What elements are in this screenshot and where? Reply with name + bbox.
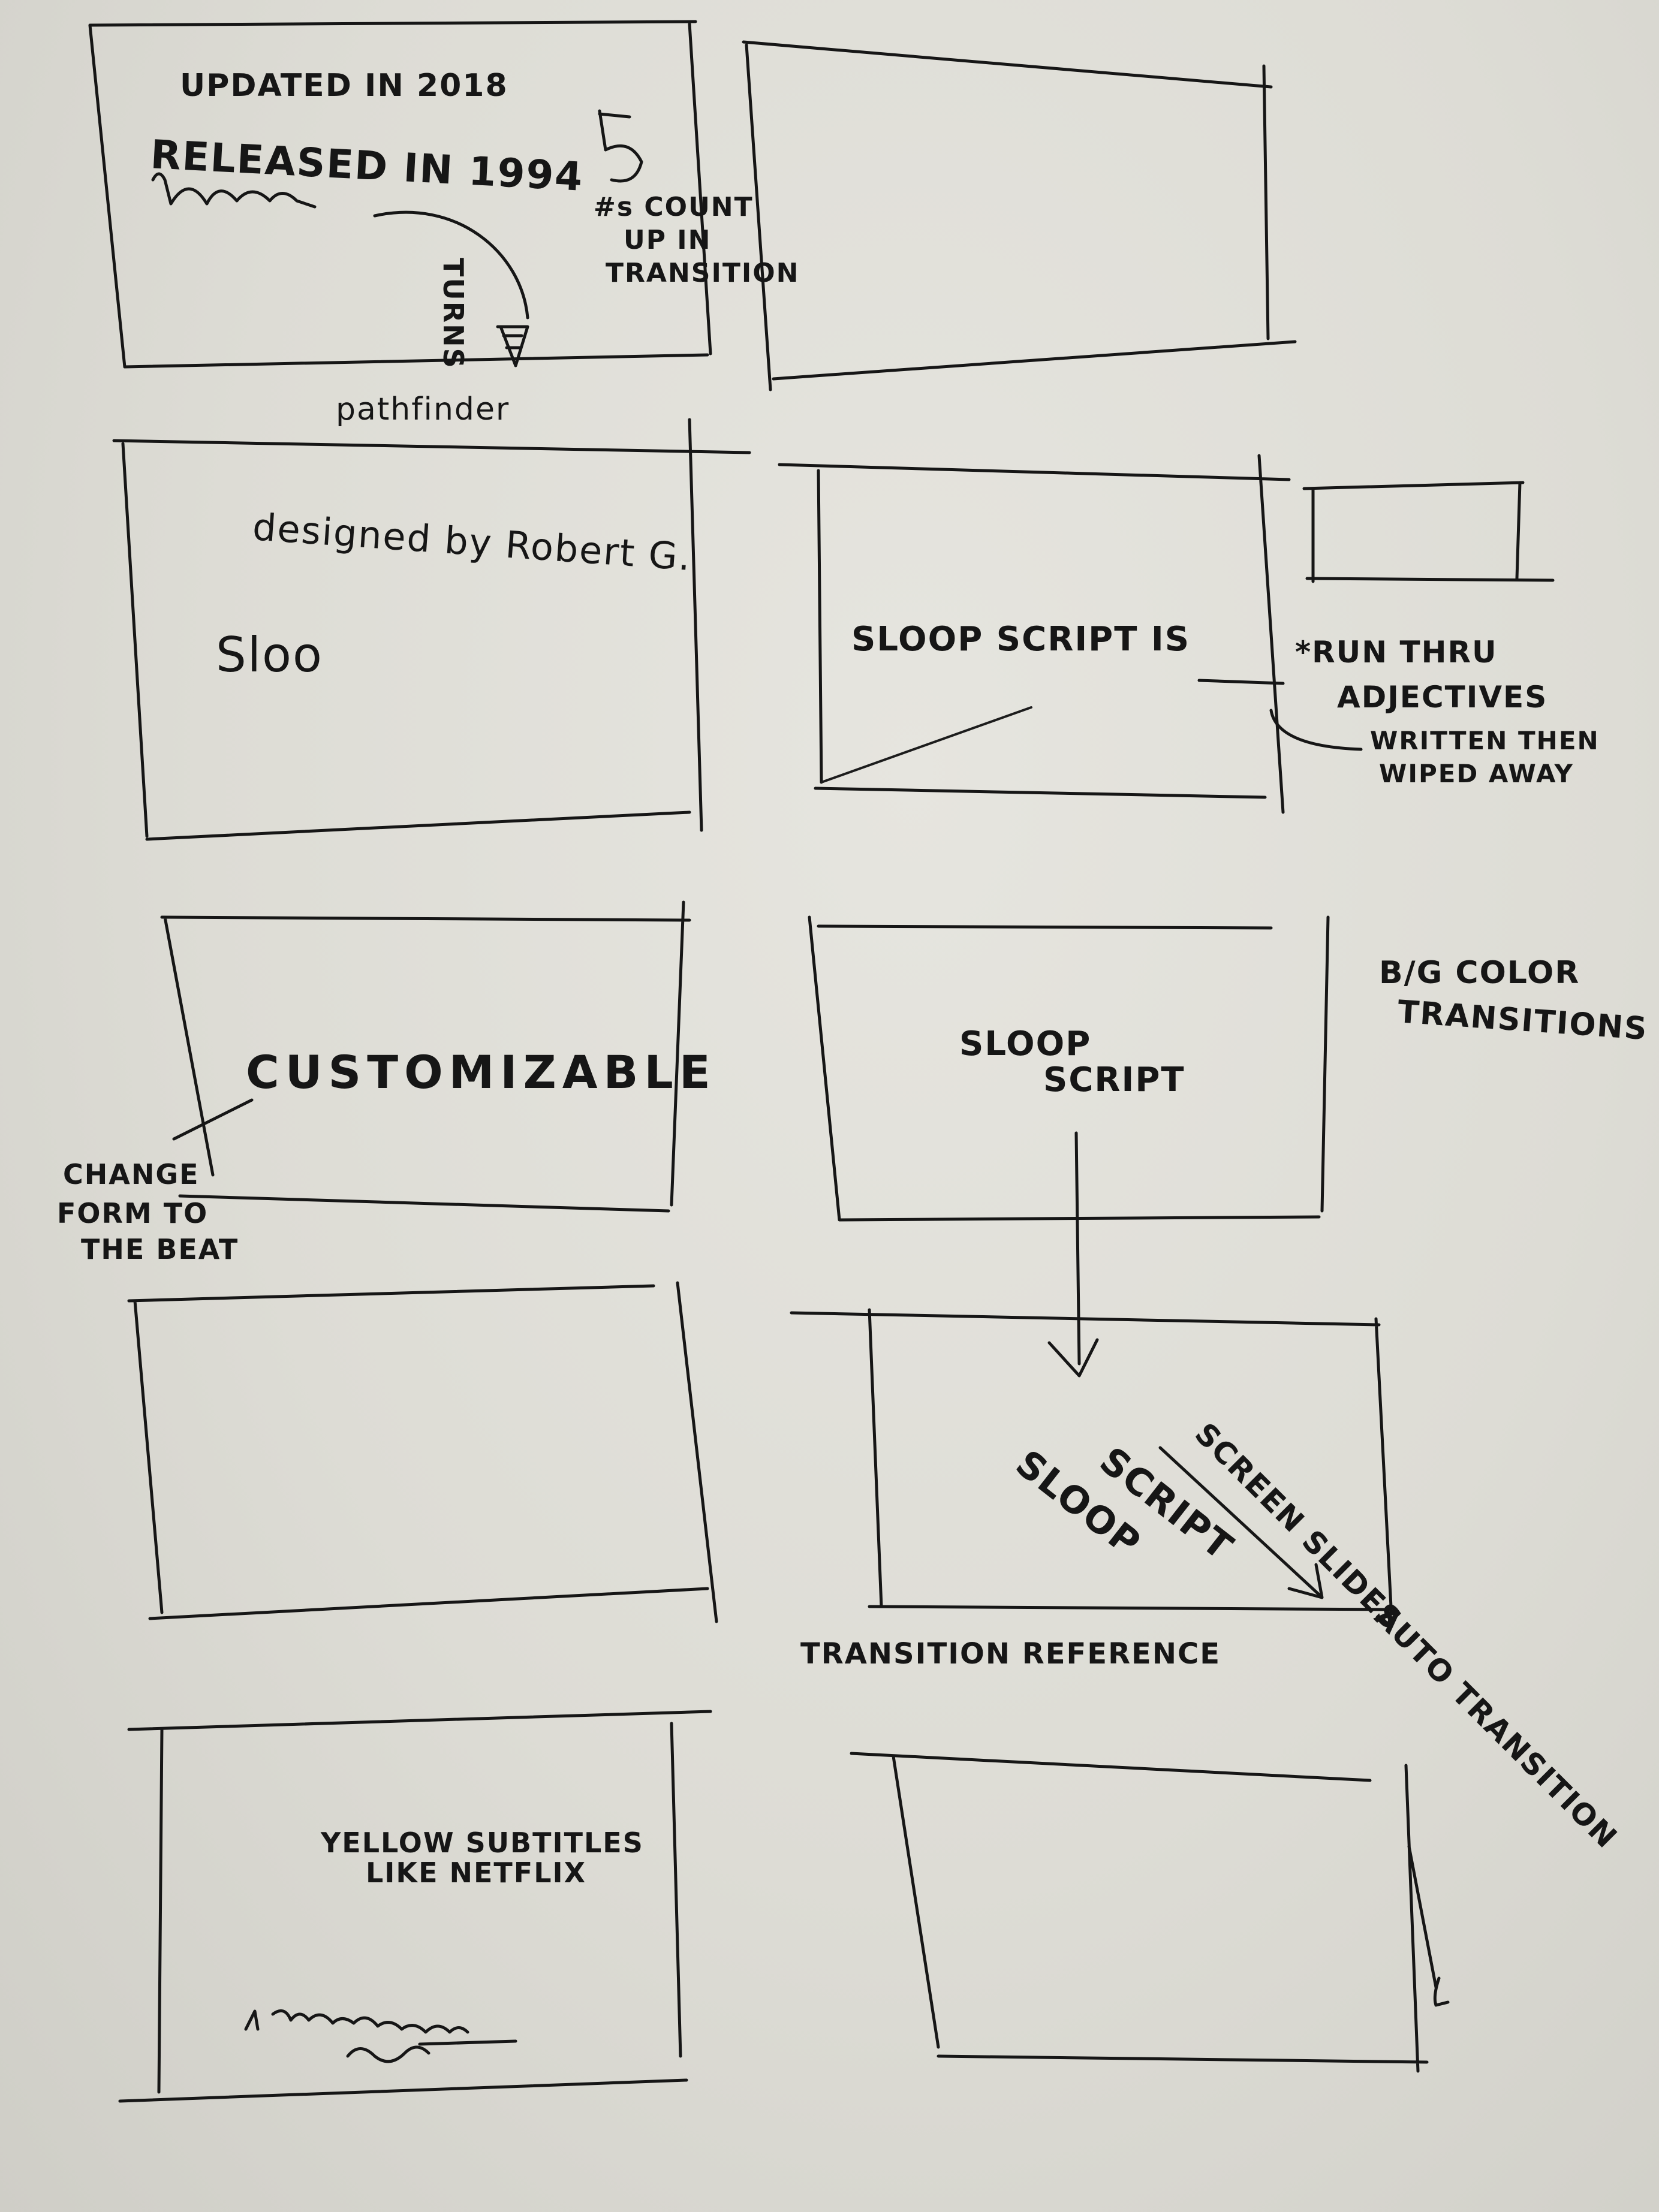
panel-4-wipe-stroke	[821, 707, 1031, 782]
panel-6-script-text: SCRIPT	[1043, 1060, 1185, 1099]
panel-1: UPDATED IN 2018 RELEASED IN 1994 TURNS p…	[90, 22, 799, 427]
panel-1-five-mark	[600, 111, 642, 181]
panel-1-turns-label: TURNS	[437, 258, 469, 369]
panel-9: YELLOW SUBTITLES LIKE NETFLIX	[120, 1711, 710, 2101]
panel-6-note-bg: B/G COLOR	[1379, 955, 1580, 991]
panel-7	[129, 1283, 716, 1622]
panel-10-frame	[851, 1753, 1436, 2071]
panel-4-note-adjectives: ADJECTIVES	[1337, 680, 1547, 715]
panel-9-subtitle-squiggle	[246, 2011, 516, 2062]
panel-6-sloop-text: SLOOP	[959, 1024, 1091, 1063]
mini-frame	[1304, 483, 1553, 581]
panel-5-customizable-text: CUSTOMIZABLE	[246, 1045, 716, 1099]
panel-1-note-count: #s COUNT	[594, 192, 754, 222]
panel-1-pathfinder-caption: pathfinder	[336, 391, 510, 427]
panel-8: SLOOP SCRIPT SCREEN SLIDES TRANSITION RE…	[791, 1310, 1624, 1855]
panel-3-designed-text: designed by Robert G.	[251, 505, 693, 579]
panel-1-released-text: RELEASED IN 1994	[149, 131, 585, 200]
panel-5-note-form: FORM TO	[57, 1197, 208, 1229]
panel-1-note-transition: TRANSITION	[606, 258, 799, 288]
panel-5-pointer	[174, 1100, 252, 1139]
panel-8-transition-caption: TRANSITION REFERENCE	[800, 1637, 1221, 1671]
panel-4-leader	[1271, 710, 1361, 749]
panel-2-frame	[743, 42, 1295, 390]
panel-10-hook-mark	[1435, 1978, 1448, 2005]
panel-6-note-transitions: TRANSITIONS	[1396, 994, 1649, 1047]
panel-4-note-wiped: WIPED AWAY	[1379, 759, 1574, 788]
panel-5-note-beat: THE BEAT	[81, 1233, 239, 1265]
panel-4-pointer	[1199, 680, 1283, 683]
panel-3-name-text: Sloo	[216, 627, 323, 683]
panel-7-frame	[129, 1283, 716, 1622]
panel-3-frame	[114, 420, 749, 839]
panel-6-down-arrow	[1049, 1133, 1097, 1376]
panel-9-frame	[120, 1711, 710, 2101]
panel-9-netflix-text: LIKE NETFLIX	[366, 1857, 586, 1889]
panel-3: designed by Robert G. Sloo	[114, 420, 749, 839]
panel-4: SLOOP SCRIPT IS *RUN THRU ADJECTIVES WRI…	[779, 456, 1600, 812]
panel-1-note-up: UP IN	[624, 225, 712, 255]
panel-4-note-written: WRITTEN THEN	[1370, 726, 1600, 755]
panel-6: SLOOP SCRIPT B/G COLOR TRANSITIONS	[809, 917, 1649, 1376]
panel-1-updated-text: UPDATED IN 2018	[180, 68, 508, 104]
panel-9-subtitles-text: YELLOW SUBTITLES	[320, 1827, 644, 1859]
panel-8-auto-note: AUTO TRANSITION	[1368, 1599, 1625, 1855]
panel-5: CUSTOMIZABLE CHANGE FORM TO THE BEAT	[57, 902, 716, 1265]
panel-10	[851, 1753, 1448, 2071]
panel-2	[743, 42, 1295, 390]
panel-4-text: SLOOP SCRIPT IS	[851, 620, 1190, 659]
panel-4-note-run: *RUN THRU	[1295, 635, 1498, 670]
panel-5-note-change: CHANGE	[63, 1158, 200, 1191]
